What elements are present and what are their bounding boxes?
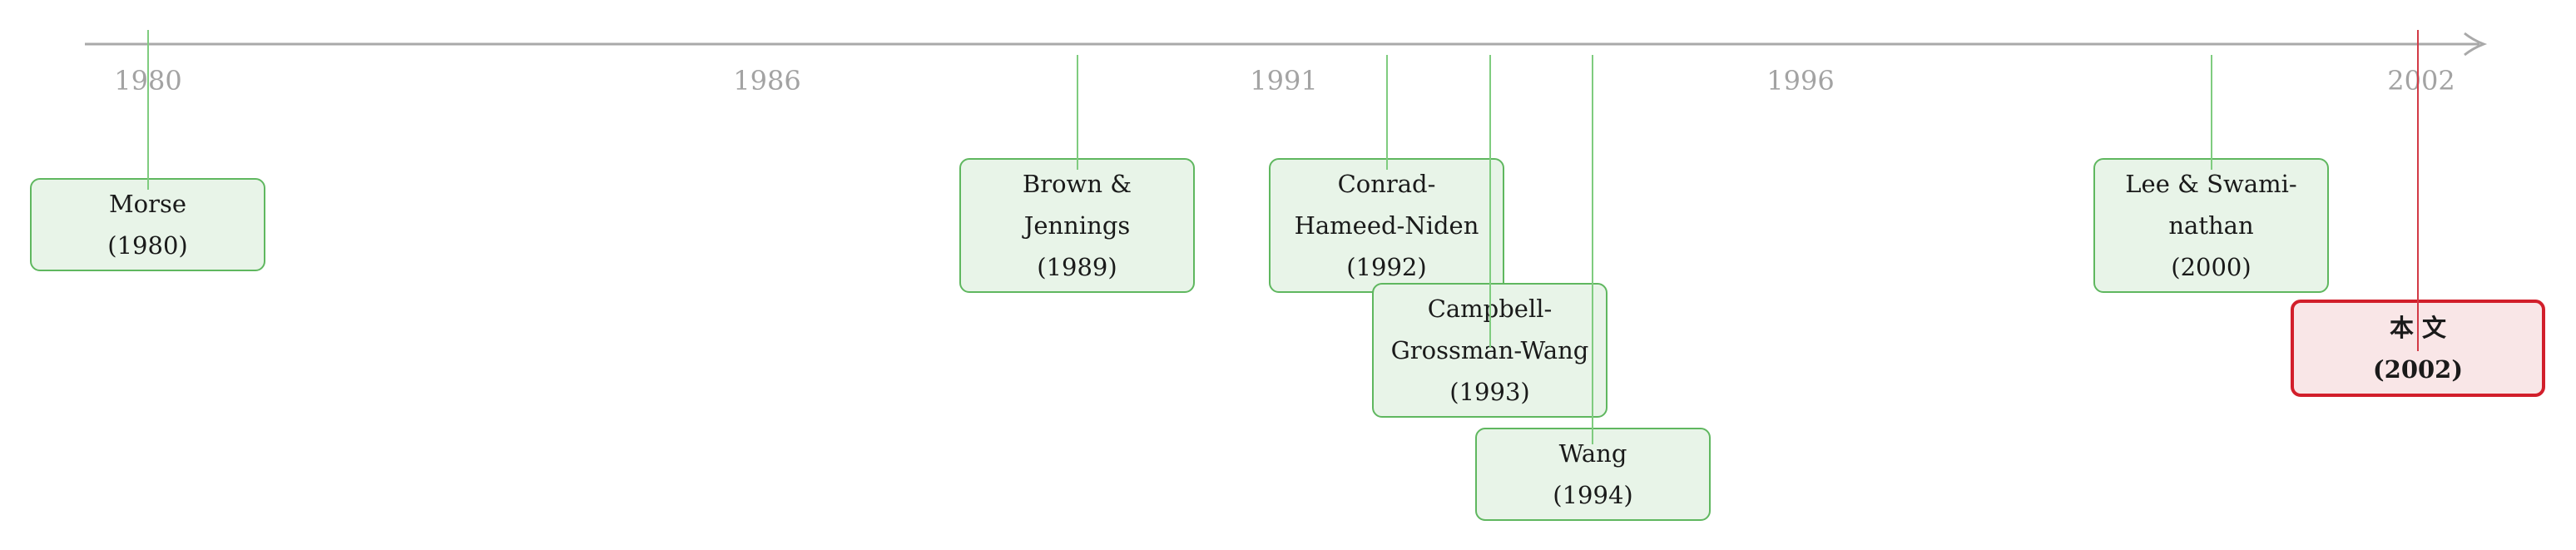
event-year: (1994)	[1553, 481, 1633, 509]
event-label-line: Hameed-Niden	[1294, 211, 1479, 240]
event-label-line: Lee & Swami-	[2125, 170, 2297, 198]
event-year: (2000)	[2171, 253, 2252, 281]
event-box-lee-swaminathan: Lee & Swami- nathan (2000)	[2093, 158, 2329, 293]
event-year: (2002)	[2372, 354, 2464, 384]
event-connector-brown-jennings	[1077, 55, 1078, 170]
tick-label-1986: 1986	[733, 65, 801, 97]
tick-label-1991: 1991	[1250, 65, 1318, 97]
event-connector-lee-swaminathan	[2211, 55, 2212, 170]
tick-label-1996: 1996	[1766, 65, 1835, 97]
event-connector-campbell-grossman-wang	[1489, 55, 1491, 348]
event-connector-this-paper	[2417, 30, 2419, 351]
event-connector-morse	[147, 30, 149, 190]
event-year: (1992)	[1346, 253, 1427, 281]
axis-arrowhead	[2464, 32, 2488, 57]
event-box-morse: Morse (1980)	[30, 178, 265, 271]
tick-label-2002: 2002	[2387, 65, 2455, 97]
event-label-line: Morse	[108, 190, 187, 218]
event-connector-wang	[1592, 55, 1593, 444]
event-year: (1980)	[107, 231, 188, 260]
event-year: (1989)	[1037, 253, 1117, 281]
event-year: (1993)	[1449, 378, 1530, 406]
event-connector-conrad-hameed-niden	[1386, 55, 1388, 170]
event-box-conrad-hameed-niden: Conrad- Hameed-Niden (1992)	[1269, 158, 1504, 293]
event-label-line: Conrad-	[1337, 170, 1436, 198]
event-label-line: Brown &	[1022, 170, 1132, 198]
event-label-line: nathan	[2168, 211, 2254, 240]
event-label-line: Jennings	[1023, 211, 1131, 240]
event-box-brown-jennings: Brown & Jennings (1989)	[959, 158, 1195, 293]
